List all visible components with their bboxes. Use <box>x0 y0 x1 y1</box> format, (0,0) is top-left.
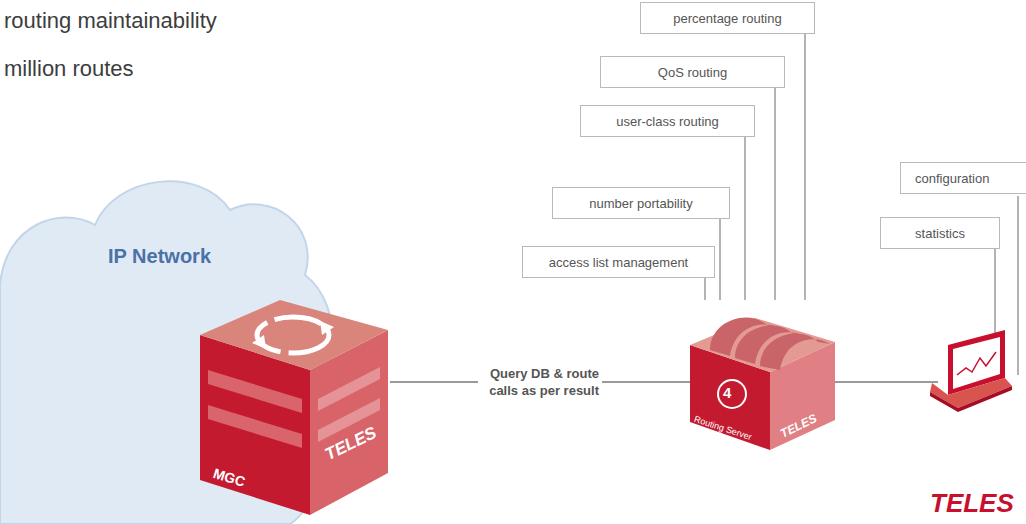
device-cube: MGCTELES <box>200 275 390 515</box>
feature-label: QoS routing <box>658 65 727 80</box>
feature-box: statistics <box>880 217 1000 249</box>
connector-line <box>744 137 746 300</box>
feature-box: percentage routing <box>640 2 815 34</box>
callout-number: 4 <box>723 384 731 401</box>
heading-text: million routes <box>4 56 134 82</box>
connector-line <box>719 219 721 300</box>
network-label: IP Network <box>108 245 211 268</box>
feature-box: number portability <box>552 187 730 219</box>
link-line <box>835 381 938 383</box>
heading-text: routing maintainability <box>4 8 217 34</box>
feature-label: access list management <box>549 255 688 270</box>
network-cloud: IP NetworkMGCTELES <box>0 165 335 524</box>
feature-box: user-class routing <box>580 105 755 137</box>
feature-label: configuration <box>915 171 989 186</box>
feature-box: configuration <box>900 162 1026 194</box>
connector-line <box>704 278 706 300</box>
feature-label: percentage routing <box>673 11 781 26</box>
connector-label: Query DB & route calls as per result <box>478 364 602 400</box>
leader-line <box>994 249 996 340</box>
device-cube: 4Routing ServerTELES <box>690 300 835 450</box>
feature-box: QoS routing <box>600 56 785 88</box>
connector-line <box>774 88 776 300</box>
laptop-icon <box>930 330 1012 412</box>
connector-line <box>804 34 806 300</box>
feature-label: statistics <box>915 226 965 241</box>
feature-label: number portability <box>589 196 692 211</box>
logo-text: TELES <box>930 488 1014 519</box>
feature-box: access list management <box>522 246 715 278</box>
feature-label: user-class routing <box>616 114 719 129</box>
leader-line <box>1017 196 1019 375</box>
